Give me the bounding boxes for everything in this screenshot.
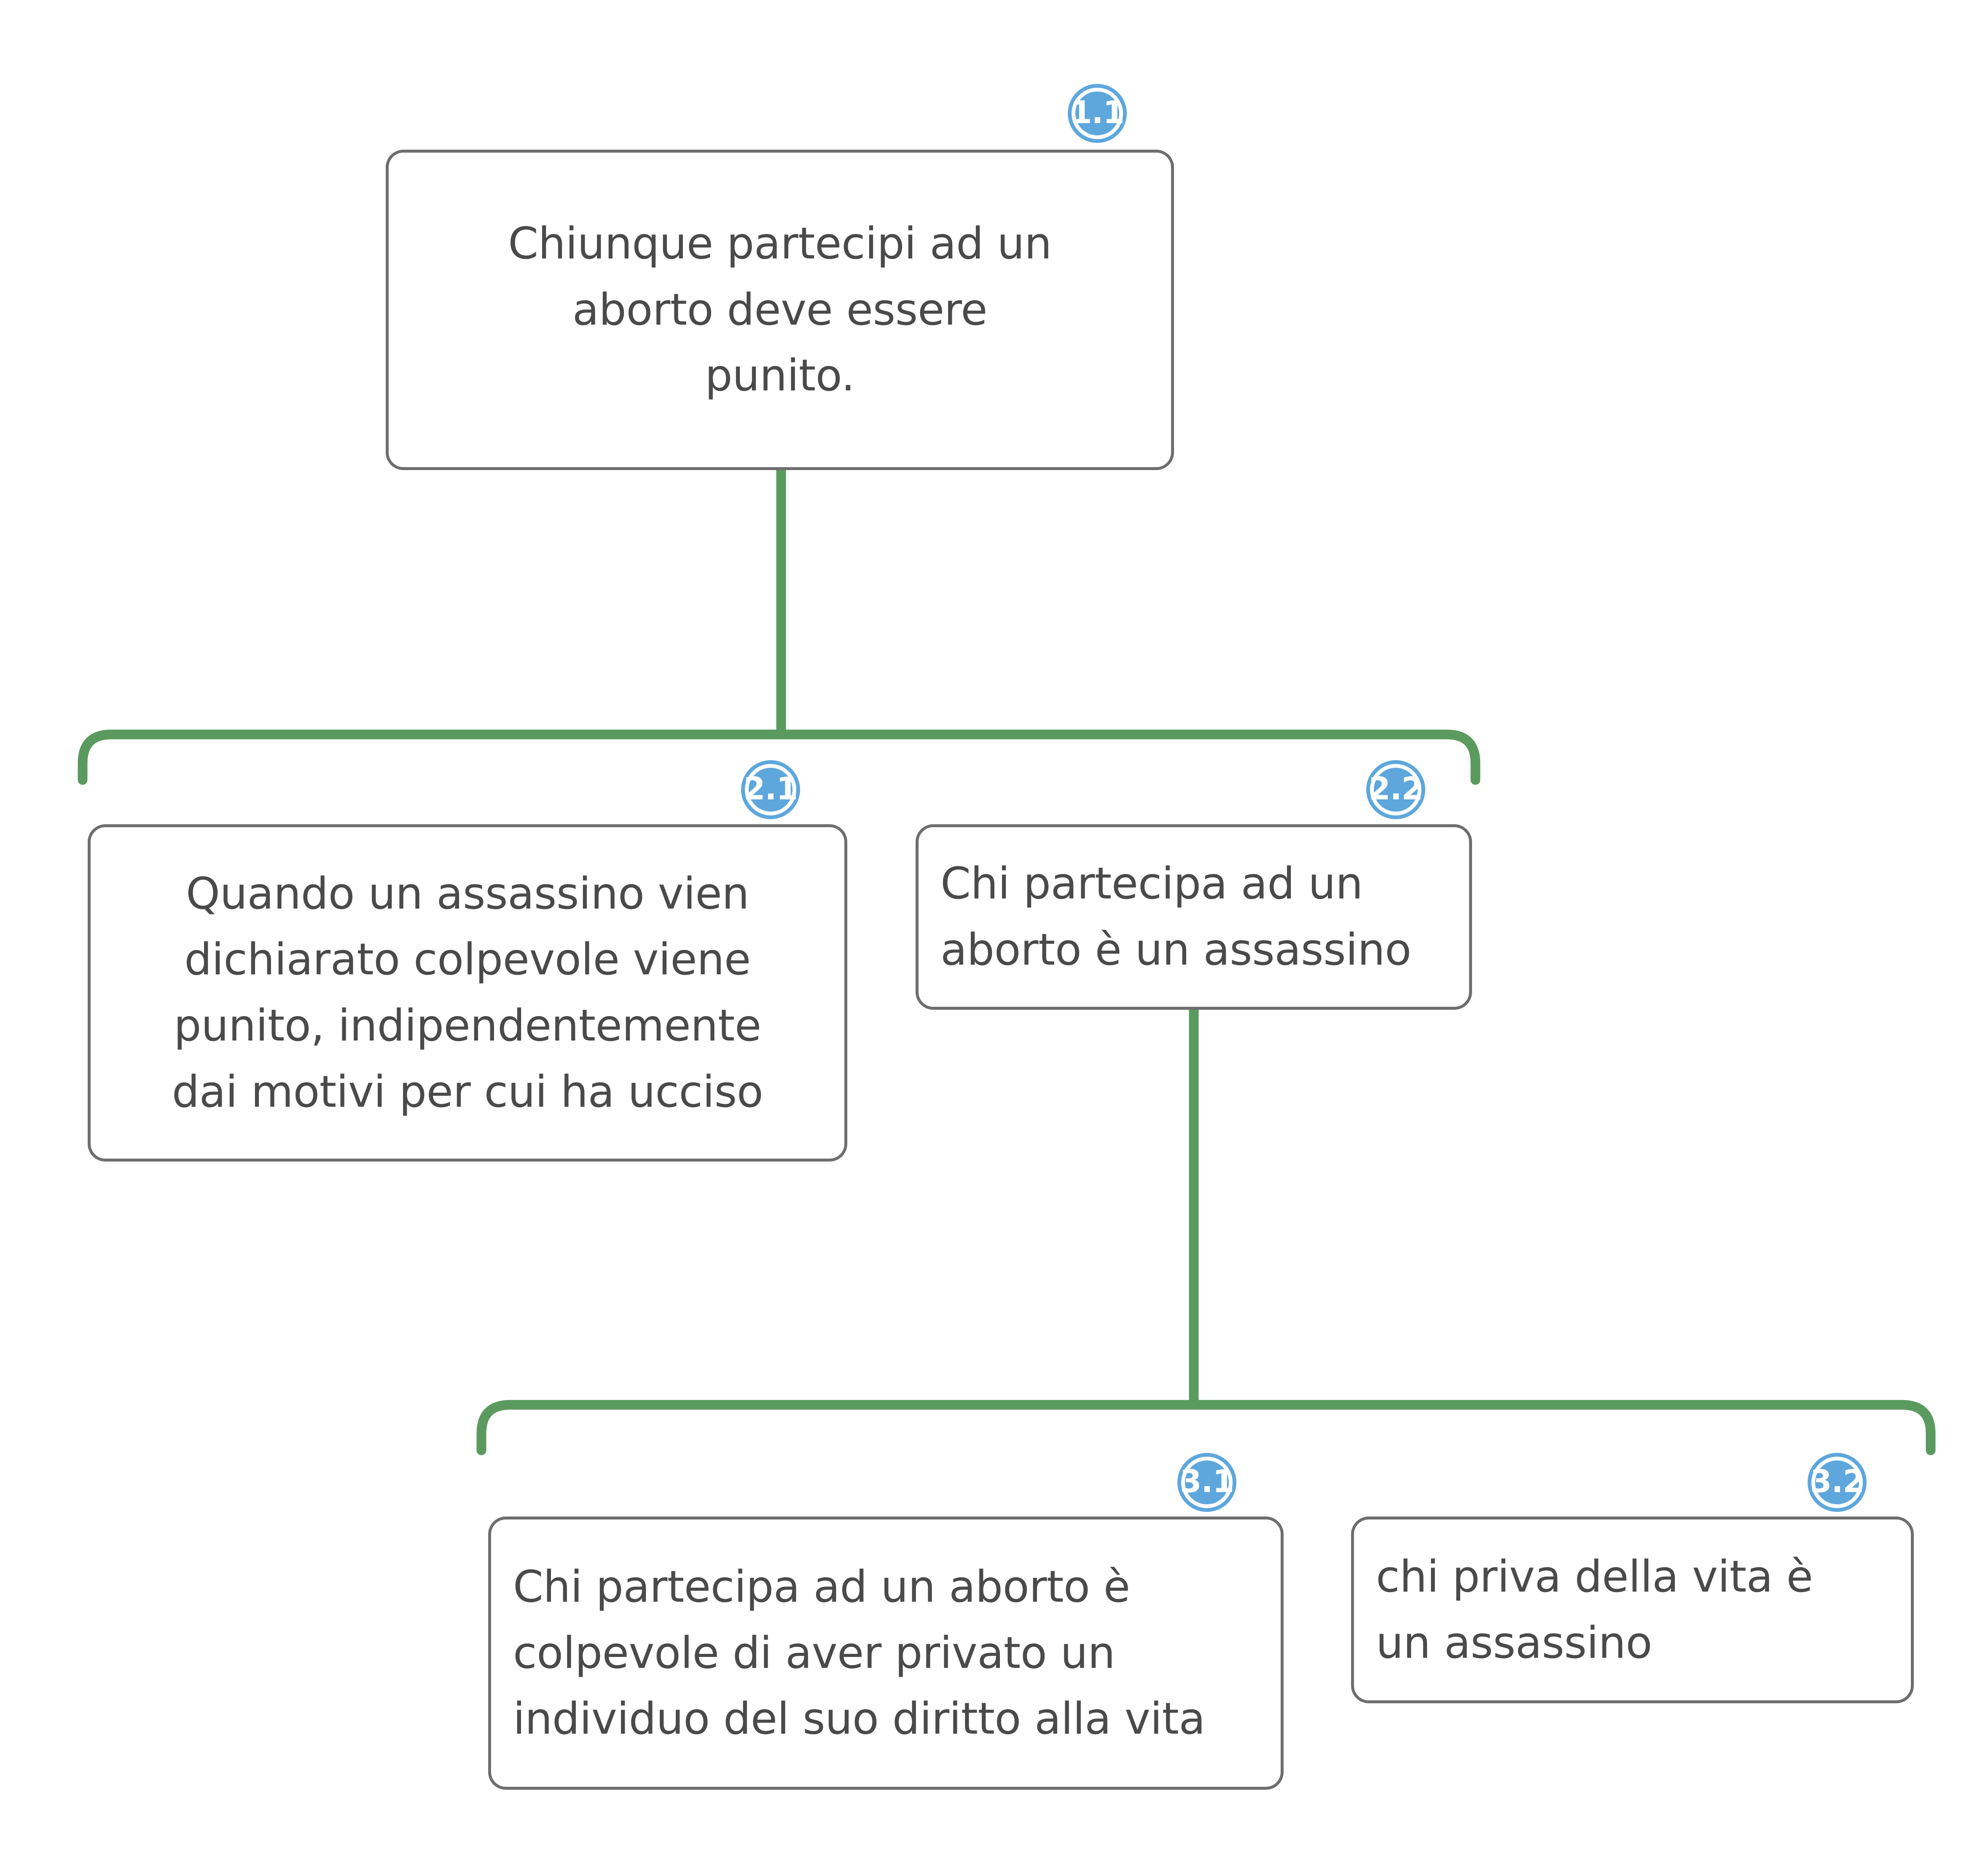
node-2-1-text: Quando un assassino vien dichiarato colp… — [172, 868, 763, 1117]
node-3-2-text: chi priva della vita è un assassino — [1376, 1551, 1813, 1668]
node-3-2-badge-label: 3.2 — [1810, 1463, 1864, 1500]
node-1-1-badge[interactable]: 1.1 — [1070, 88, 1125, 139]
node-2-2-badge-label: 2.2 — [1368, 771, 1423, 807]
node-3-2-badge[interactable]: 3.2 — [1810, 1457, 1864, 1508]
node-2-2[interactable]: Chi partecipa ad un aborto è un assassin… — [916, 824, 1472, 1010]
node-1-1[interactable]: Chiunque partecipi ad un aborto deve ess… — [386, 150, 1174, 470]
node-2-2-text: Chi partecipa ad un aborto è un assassin… — [940, 858, 1411, 975]
edge-level-3-bus — [476, 1400, 1936, 1455]
node-2-1-badge[interactable]: 2.1 — [743, 764, 798, 815]
node-2-2-badge[interactable]: 2.2 — [1368, 764, 1423, 815]
node-3-1-badge-label: 3.1 — [1179, 1463, 1234, 1500]
node-3-1[interactable]: Chi partecipa ad un aborto è colpevole d… — [488, 1517, 1284, 1790]
node-3-1-text: Chi partecipa ad un aborto è colpevole d… — [513, 1562, 1205, 1745]
node-1-1-text: Chiunque partecipi ad un aborto deve ess… — [508, 218, 1052, 401]
node-3-2[interactable]: chi priva della vita è un assassino — [1351, 1517, 1914, 1703]
node-2-1-badge-label: 2.1 — [743, 771, 798, 807]
node-3-1-badge[interactable]: 3.1 — [1179, 1457, 1234, 1508]
node-2-1[interactable]: Quando un assassino vien dichiarato colp… — [88, 824, 847, 1162]
node-1-1-badge-label: 1.1 — [1070, 94, 1125, 131]
